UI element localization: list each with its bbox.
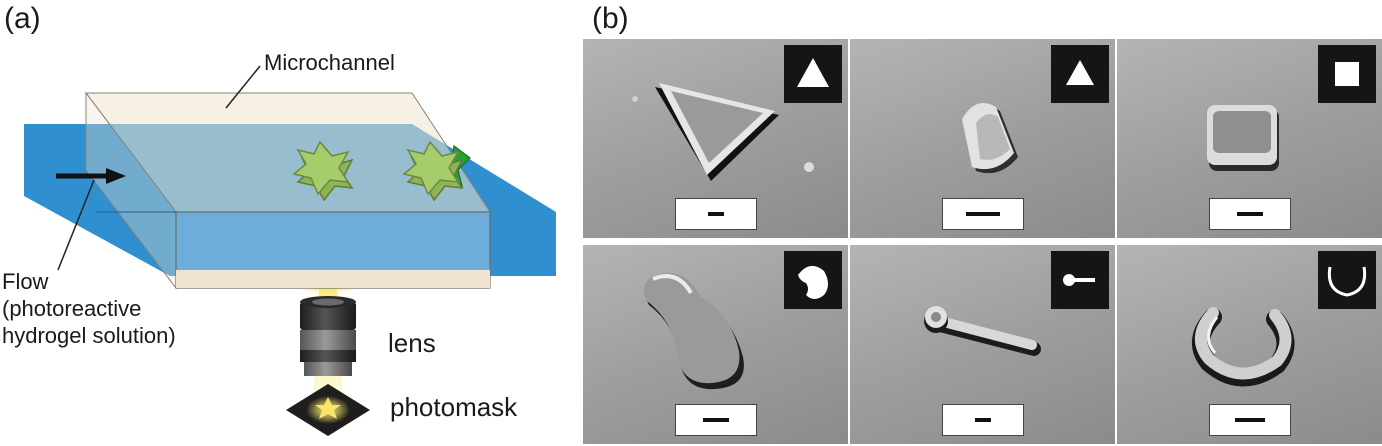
sem-image-comma-disk — [583, 245, 848, 444]
sem-image-rounded-wedge — [850, 39, 1115, 238]
triangle-icon — [1066, 60, 1094, 85]
flow-leader — [57, 179, 95, 271]
flow-label-line: (photoreactive — [2, 296, 142, 321]
channel-bottom-strip — [176, 270, 490, 288]
objective-lens — [300, 296, 356, 376]
photomask-inset — [1318, 45, 1376, 103]
scale-bar — [942, 198, 1024, 230]
scale-bar — [675, 198, 757, 230]
star-particle-right — [402, 140, 471, 202]
photomask — [286, 384, 370, 436]
flow-label-line: Flow — [2, 269, 49, 294]
microchannel-leader — [225, 65, 261, 109]
photomask-inset — [784, 251, 842, 309]
flow-label: Flow (photoreactive hydrogel solution) — [2, 268, 176, 349]
photomask-inset — [1318, 251, 1376, 309]
triangle-icon — [797, 58, 829, 87]
scale-bar — [675, 404, 757, 436]
scale-bar — [1209, 198, 1291, 230]
panel-b-label: (b) — [592, 2, 629, 35]
microchannel-label: Microchannel — [264, 50, 395, 75]
square-icon — [1335, 62, 1359, 86]
star-particle-left — [292, 140, 354, 202]
flow-arrow — [56, 168, 126, 184]
sem-image-c-ring — [1117, 245, 1382, 444]
sem-image-triangle-prism — [583, 39, 848, 238]
scale-bar — [942, 404, 1024, 436]
photomask-inset — [784, 45, 842, 103]
sem-image-square-block — [1117, 39, 1382, 238]
sem-image-lollipop-rod — [850, 245, 1115, 444]
lens-label: lens — [388, 328, 436, 358]
c-ring-icon — [1327, 266, 1367, 297]
comma-icon — [798, 265, 828, 299]
lollipop-icon — [1063, 274, 1095, 286]
photomask-inset — [1051, 251, 1109, 309]
scale-bar — [1209, 404, 1291, 436]
panel-a-label: (a) — [4, 2, 41, 35]
flow-label-line: hydrogel solution) — [2, 323, 176, 348]
photomask-label: photomask — [390, 392, 518, 422]
photomask-inset — [1051, 45, 1109, 103]
channel-diagram — [24, 65, 556, 436]
sem-image-grid — [583, 39, 1382, 444]
